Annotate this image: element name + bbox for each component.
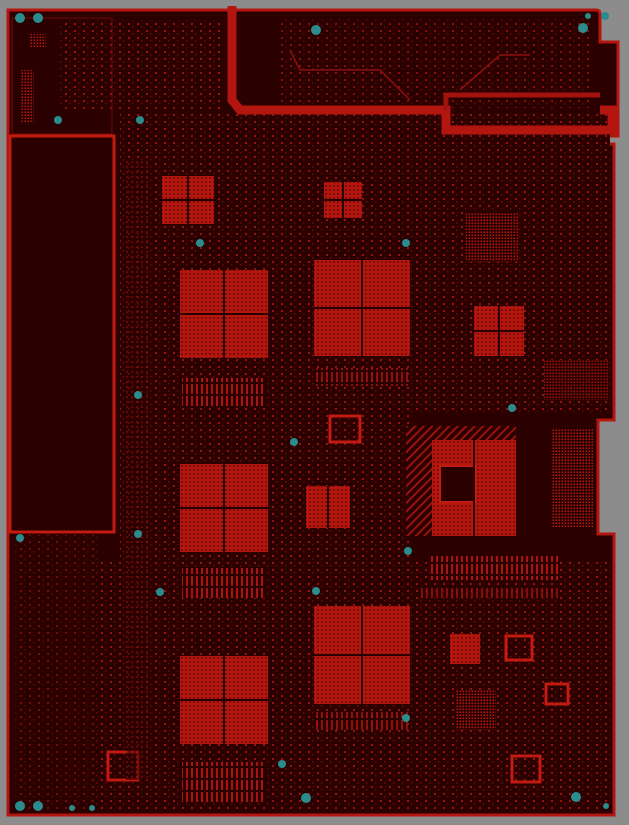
mounting-hole: [16, 534, 24, 542]
mounting-hole: [54, 116, 62, 124]
regulator-block-2: [544, 360, 608, 400]
mounting-hole: [603, 803, 609, 809]
inductor-1: [328, 414, 362, 444]
mounting-hole: [196, 239, 204, 247]
mounting-hole: [156, 588, 164, 596]
mounting-hole: [402, 714, 410, 722]
component-strip-left: [126, 160, 148, 780]
mounting-hole: [404, 547, 412, 555]
copper-pour-left: [8, 134, 116, 534]
connector-array: [552, 428, 594, 528]
left-pour-outline: [11, 17, 113, 135]
decap-row-4: [316, 368, 408, 386]
mounting-hole: [89, 805, 95, 811]
bga-package-4: [314, 260, 410, 356]
small-ic: [306, 486, 350, 528]
pin-header-row: [430, 556, 560, 580]
small-ic-2: [450, 634, 480, 664]
decap-row-1: [182, 378, 266, 406]
mounting-hole: [301, 793, 311, 803]
mounting-hole: [136, 116, 144, 124]
signal-trace-2: [459, 54, 530, 91]
mounting-hole: [578, 23, 588, 33]
component-field-header: [60, 20, 220, 110]
regulator-block: [456, 690, 496, 730]
power-trace-top: [227, 6, 617, 135]
mounting-holes: [15, 12, 609, 811]
mounting-hole: [601, 12, 609, 20]
mounting-hole: [585, 13, 591, 19]
bga-package-5: [466, 212, 518, 262]
inductor-2: [504, 634, 534, 662]
bga-package-7: [180, 464, 268, 552]
bga-package-2: [324, 182, 362, 218]
fpga-socket: [406, 426, 516, 536]
mounting-hole: [278, 760, 286, 768]
mounting-hole: [69, 805, 75, 811]
mounting-hole: [508, 404, 516, 412]
power-trace-branch: [443, 92, 600, 110]
mounting-hole: [402, 239, 410, 247]
mounting-hole: [33, 13, 43, 23]
connector-left-b: [20, 70, 34, 122]
mounting-hole: [312, 587, 320, 595]
mounting-hole: [15, 801, 25, 811]
inductor-5: [510, 754, 542, 784]
decap-row-3: [182, 762, 266, 802]
mounting-hole: [15, 13, 25, 23]
mounting-hole: [290, 438, 298, 446]
bga-package-9: [314, 606, 410, 704]
signal-trace: [289, 49, 411, 101]
bga-package-1: [162, 176, 214, 224]
bga-package-3: [180, 270, 268, 358]
mounting-hole: [134, 391, 142, 399]
decap-row-2: [182, 568, 266, 598]
bga-package-6: [474, 306, 524, 356]
mounting-hole: [134, 530, 142, 538]
pin-header-row-2: [420, 586, 560, 600]
component-field-left: [14, 535, 100, 810]
mounting-hole: [33, 801, 43, 811]
decap-row-5: [316, 712, 408, 730]
bga-package-8: [180, 656, 268, 744]
inductor-3: [544, 682, 570, 706]
connector-left-a: [30, 34, 46, 48]
mounting-hole: [311, 25, 321, 35]
mounting-hole: [571, 792, 581, 802]
